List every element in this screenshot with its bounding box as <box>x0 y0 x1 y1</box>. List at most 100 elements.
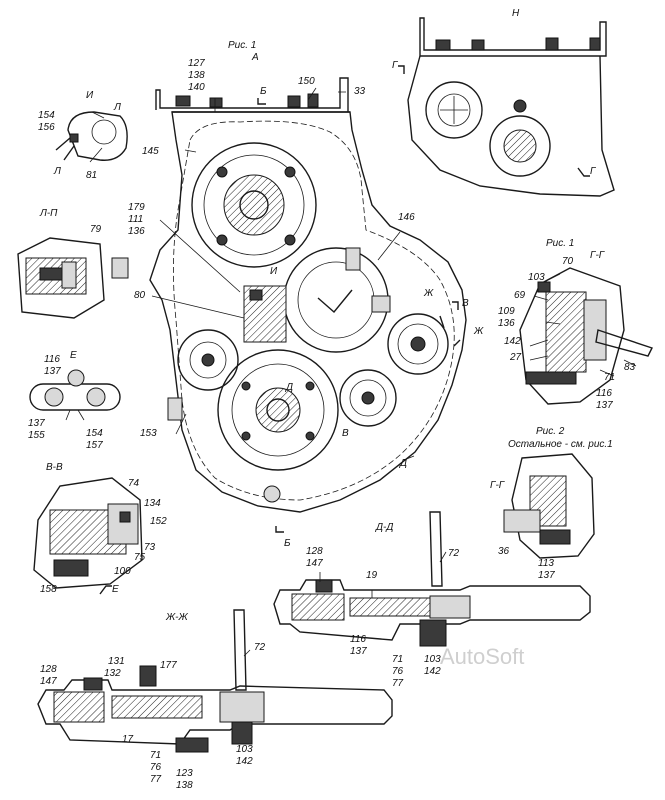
part-label: 103 <box>236 744 253 755</box>
part-label: 33 <box>354 86 366 97</box>
part-label: 83 <box>624 362 636 373</box>
fig2-caption: Рис. 2 <box>536 426 565 437</box>
view-e <box>29 369 121 421</box>
section-g-g-fig2 <box>503 453 595 559</box>
part-label: 131 <box>108 656 125 667</box>
section-mark: Е <box>112 584 119 595</box>
part-label: 142 <box>504 336 521 347</box>
part-label: 128 <box>306 546 323 557</box>
section-mark: В <box>342 428 349 439</box>
part-label: 71 <box>392 654 403 665</box>
watermark: AutoSoft <box>440 644 524 669</box>
section-l-p <box>17 237 105 319</box>
part-label: 132 <box>104 668 121 679</box>
fig2-note: Остальное - см. рис.1 <box>508 439 613 450</box>
part-label: 72 <box>448 548 460 559</box>
part-label: 154 <box>86 428 103 439</box>
section-mark: Д <box>285 382 293 393</box>
section-mark: Б <box>260 86 267 97</box>
part-label: 138 <box>188 70 205 81</box>
part-label: 103 <box>424 654 441 665</box>
part-label: 70 <box>562 256 574 267</box>
fig1-top-caption: Рис. 1 <box>228 40 256 51</box>
part-label: 113 <box>538 558 554 569</box>
part-label: 147 <box>306 558 323 569</box>
part-label: 116 <box>44 354 60 365</box>
part-label: 177 <box>160 660 177 671</box>
part-label: 153 <box>140 428 157 439</box>
part-label: 111 <box>128 214 143 225</box>
section-title-v-v: В-В <box>46 462 63 473</box>
section-v-v <box>33 477 143 595</box>
section-mark: Ж <box>473 326 484 337</box>
part-label: 76 <box>392 666 404 677</box>
section-mark: Л <box>113 102 121 113</box>
view-a-caption: А <box>251 52 259 63</box>
part-label: 150 <box>298 76 315 87</box>
part-label: 142 <box>236 756 253 767</box>
part-label: 137 <box>350 646 367 657</box>
part-label: 116 <box>350 634 366 645</box>
section-mark: Б <box>284 538 291 549</box>
fig1-right-caption: Рис. 1 <box>546 238 574 249</box>
part-label: 116 <box>596 388 612 399</box>
detail-i <box>55 111 128 163</box>
part-label: 134 <box>144 498 161 509</box>
part-label: 77 <box>150 774 162 785</box>
part-label: 136 <box>128 226 145 237</box>
part-label: 100 <box>114 566 131 577</box>
section-title-l-p: Л-П <box>39 208 58 219</box>
part-label: 152 <box>150 516 167 527</box>
part-label: 154 <box>38 110 55 121</box>
part-label: 103 <box>528 272 545 283</box>
part-label: 157 <box>86 440 103 451</box>
part-label: 158 <box>40 584 57 595</box>
part-label: 142 <box>424 666 441 677</box>
part-label: 109 <box>498 306 515 317</box>
part-label: 137 <box>44 366 61 377</box>
part-label: 71 <box>150 750 161 761</box>
part-label: 128 <box>40 664 57 675</box>
part-label: 145 <box>142 146 159 157</box>
section-title-g-g-bottom: Г-Г <box>490 480 506 491</box>
main-housing-view <box>111 77 467 533</box>
section-mark: Г <box>392 60 399 71</box>
part-label: 77 <box>392 678 404 689</box>
part-label: 73 <box>144 542 156 553</box>
part-label: 146 <box>398 212 415 223</box>
section-title-i: И <box>86 90 94 101</box>
section-mark: И <box>270 266 278 277</box>
section-mark: Д <box>399 458 407 469</box>
part-label: 76 <box>150 762 162 773</box>
section-g-g-fig1 <box>519 267 653 405</box>
part-label: 147 <box>40 676 57 687</box>
view-n-caption: Н <box>512 8 520 19</box>
part-label: 81 <box>86 170 97 181</box>
part-label: 138 <box>176 780 193 791</box>
section-mark: Ж <box>423 288 434 299</box>
part-label: 80 <box>134 290 146 301</box>
section-zh-zh-shaft <box>37 609 393 753</box>
part-label: 72 <box>254 642 266 653</box>
part-label: 155 <box>28 430 45 441</box>
part-label: 123 <box>176 768 193 779</box>
part-label: 79 <box>90 224 102 235</box>
part-label: 156 <box>38 122 55 133</box>
section-mark: В <box>462 298 469 309</box>
part-label: 137 <box>538 570 555 581</box>
part-label: 17 <box>122 734 134 745</box>
part-label: 36 <box>498 546 510 557</box>
part-label: 127 <box>188 58 205 69</box>
section-mark: Л <box>53 166 61 177</box>
part-label: 69 <box>514 290 526 301</box>
part-label: 75 <box>134 552 146 563</box>
part-label: 137 <box>28 418 45 429</box>
part-label: 74 <box>128 478 140 489</box>
part-label: 140 <box>188 82 205 93</box>
section-title-e: Е <box>70 350 77 361</box>
section-title-g-g-top: Г-Г <box>590 250 606 261</box>
part-label: 19 <box>366 570 378 581</box>
view-n <box>398 17 615 197</box>
section-mark: Г <box>590 166 597 177</box>
part-label: 179 <box>128 202 145 213</box>
